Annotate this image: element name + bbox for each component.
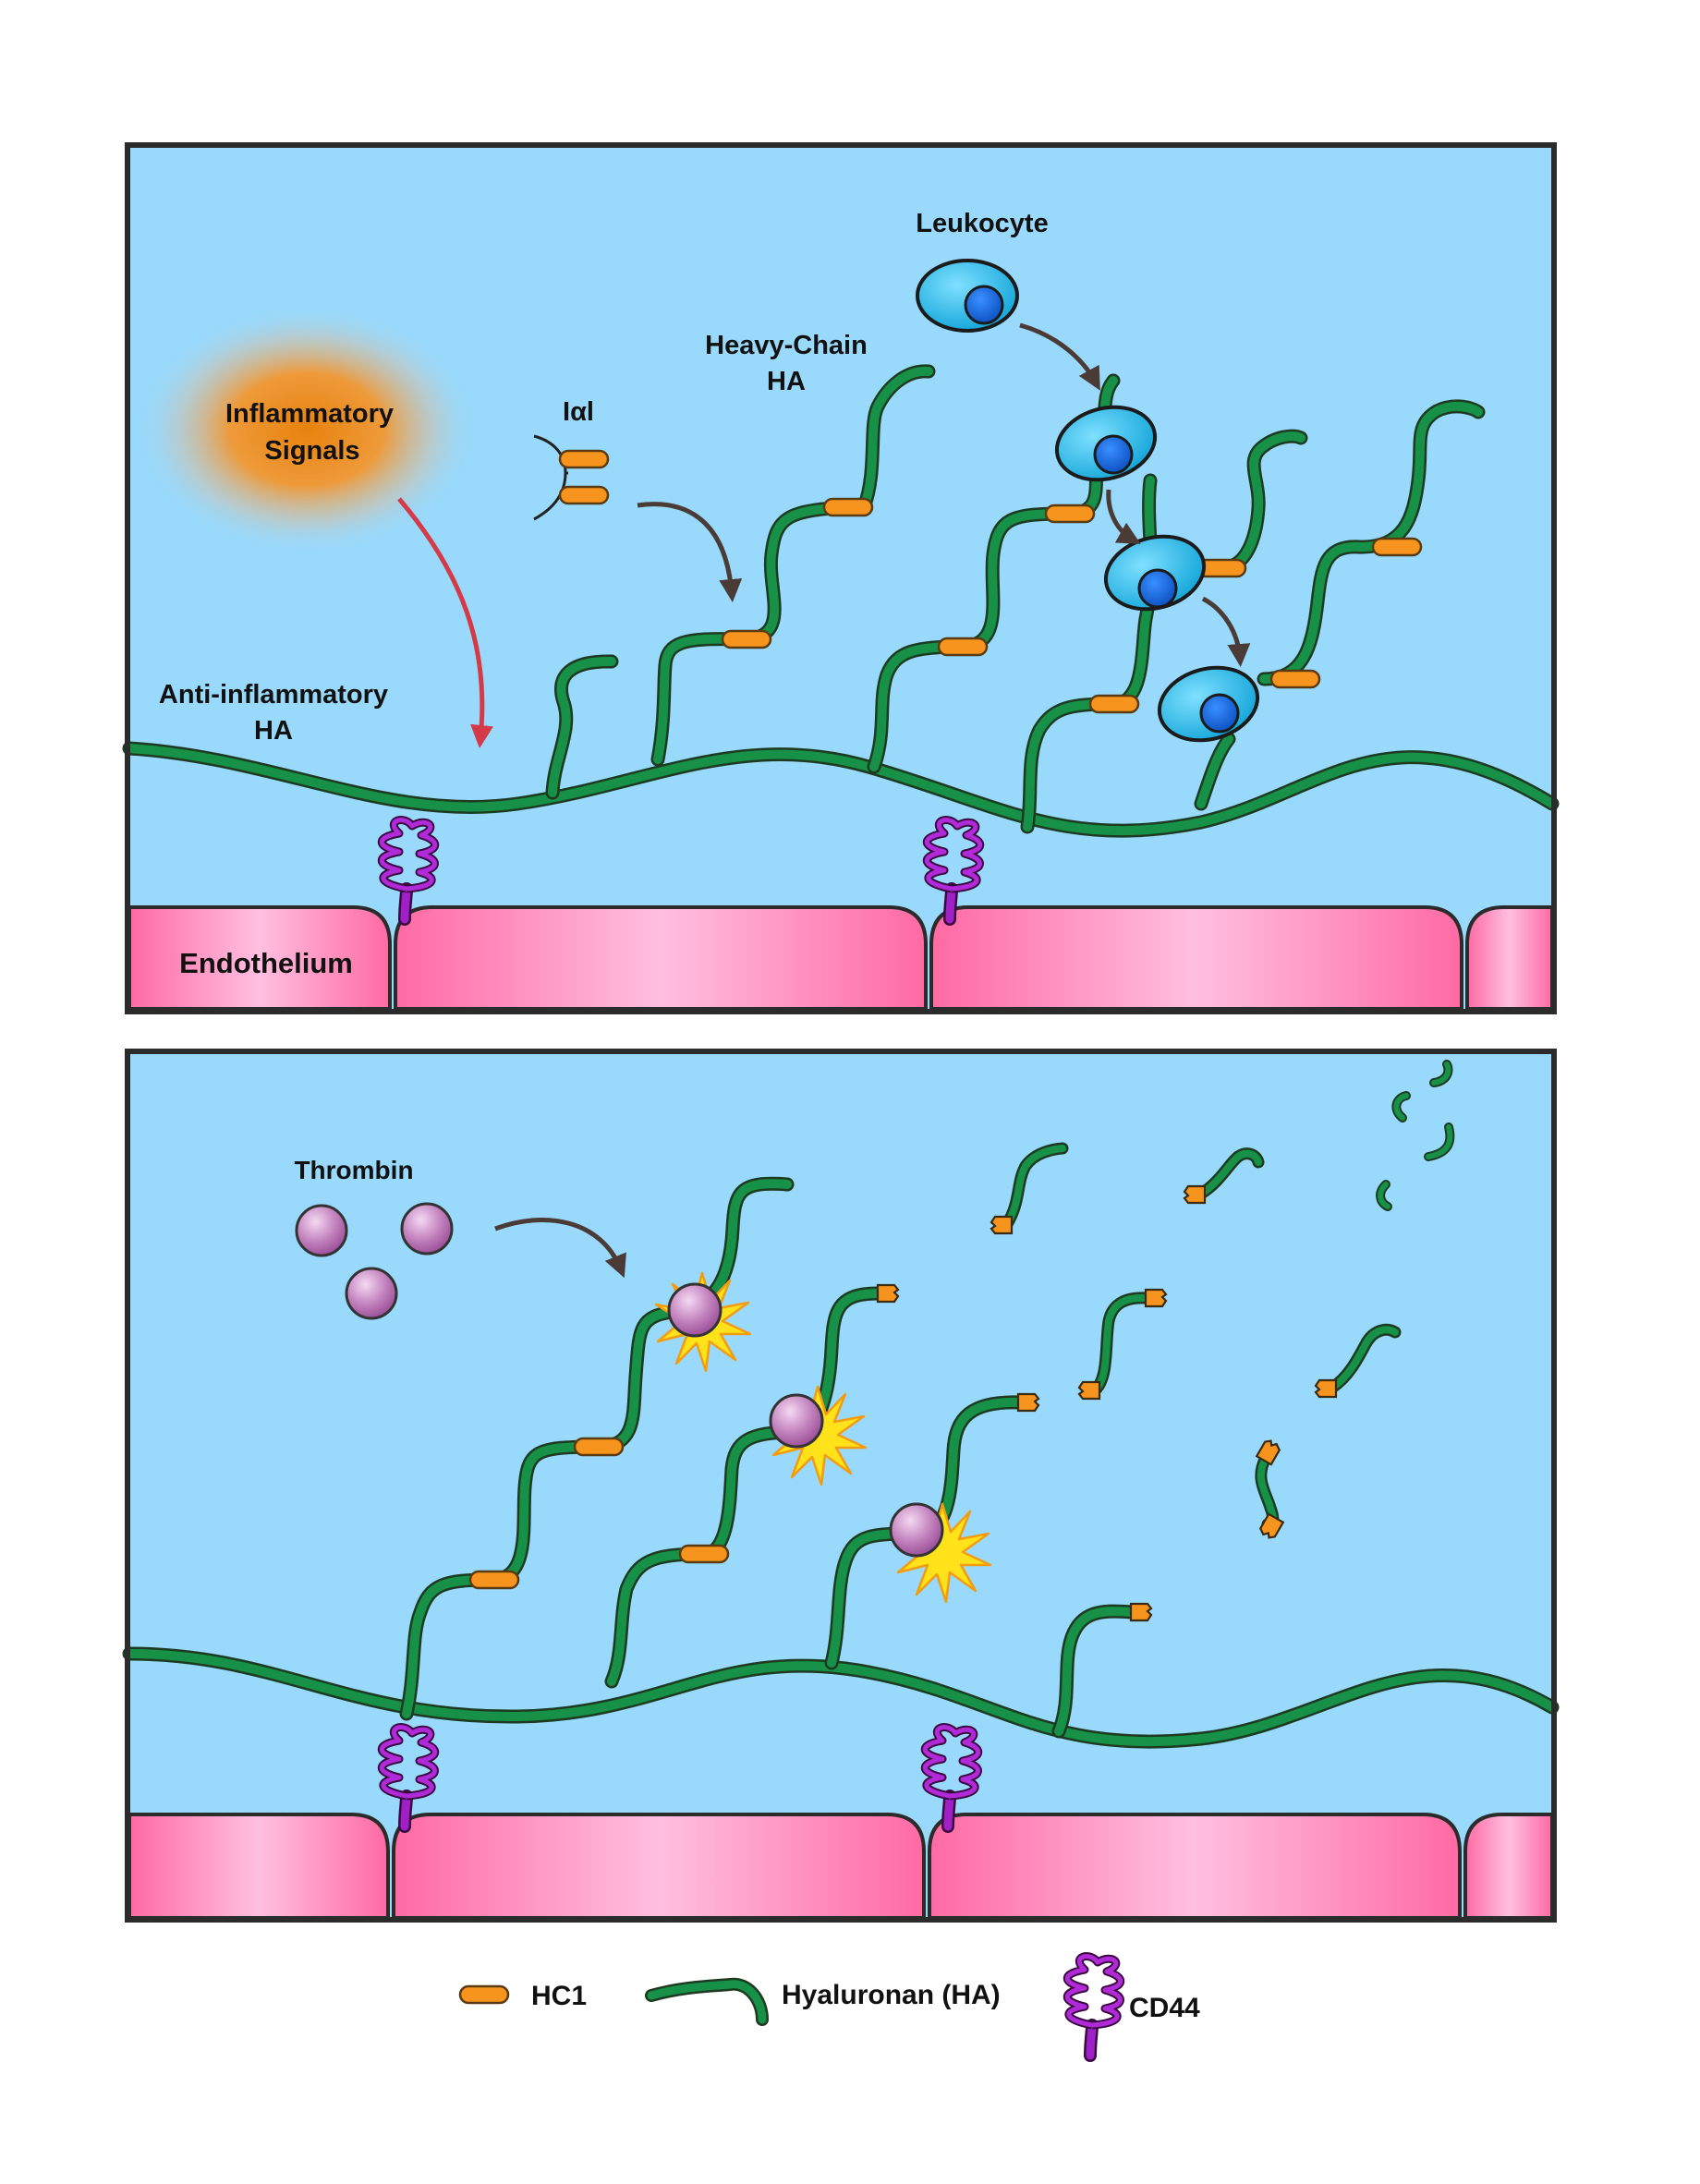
thrombin-molecule	[297, 1206, 346, 1256]
endothelial-cell	[395, 907, 926, 1009]
endothelial-cell	[929, 1814, 1460, 1918]
cleaved-hc1	[1131, 1604, 1151, 1620]
endothelium-layer	[129, 1814, 1552, 1918]
legend-hyaluronan-swatch	[651, 1984, 762, 2020]
cleaved-hc1	[1184, 1186, 1205, 1203]
hc1-molecule	[1373, 539, 1421, 555]
endothelial-cell	[1465, 1814, 1552, 1918]
endothelial-cell	[931, 907, 1462, 1009]
endothelium-label: Endothelium	[179, 947, 353, 979]
endothelial-cell	[394, 1814, 924, 1918]
legend-hc1-label: HC1	[531, 1981, 587, 2011]
thrombin-molecule	[402, 1204, 452, 1254]
inflammatory-signals-label-line2: Signals	[264, 436, 359, 466]
leukocyte-label: Leukocyte	[916, 209, 1048, 238]
thrombin-molecule	[771, 1395, 822, 1447]
iai-label: Iαl	[563, 397, 594, 427]
hc1-molecule	[560, 451, 608, 467]
thrombin-molecule	[891, 1504, 942, 1556]
legend-cd44-label: CD44	[1129, 1993, 1200, 2023]
cleaved-hc1	[1316, 1380, 1336, 1397]
inflammatory-signals-label-line1: Inflammatory	[225, 399, 394, 429]
inflammatory-signal-cloud	[136, 305, 478, 554]
endothelial-cell	[1467, 907, 1552, 1009]
hc1-molecule	[680, 1546, 728, 1562]
panel-bottom: Thrombin	[128, 1051, 1554, 1920]
cleaved-hc1	[991, 1217, 1012, 1233]
hc1-molecule	[722, 631, 771, 648]
thrombin-molecule	[669, 1284, 721, 1336]
leukocyte-cell	[917, 261, 1017, 331]
cleaved-hc1	[1018, 1394, 1038, 1411]
thrombin-label: Thrombin	[294, 1156, 413, 1184]
heavy-chain-ha-label-line1: Heavy-Chain	[705, 331, 868, 360]
legend-hyaluronan-label: Hyaluronan (HA)	[782, 1980, 1001, 2010]
hc1-molecule	[1090, 696, 1138, 712]
cleaved-hc1	[1146, 1290, 1166, 1306]
anti-inflammatory-ha-label-line2: HA	[254, 716, 293, 746]
anti-inflammatory-ha-label-line1: Anti-inflammatory	[159, 680, 388, 710]
hc1-molecule	[1271, 671, 1319, 687]
legend: HC1 Hyaluronan (HA) CD44	[460, 1957, 1200, 2056]
endothelial-cell	[129, 1814, 388, 1918]
cleaved-hc1	[1079, 1382, 1099, 1399]
hc1-molecule	[470, 1571, 518, 1588]
panel-top: Inflammatory Signals Iαl Heavy-Chain HA …	[128, 145, 1554, 1012]
thrombin-molecule	[346, 1268, 396, 1318]
hc1-molecule	[1046, 505, 1094, 522]
legend-hc1-swatch	[460, 1986, 508, 2003]
heavy-chain-ha-label-line2: HA	[767, 367, 806, 396]
hc1-molecule	[575, 1438, 623, 1455]
panel-top-background	[128, 145, 1554, 1012]
hc1-molecule	[824, 499, 872, 516]
legend-cd44-swatch	[1067, 1957, 1121, 2056]
hc1-molecule	[560, 487, 608, 504]
cleaved-hc1	[878, 1285, 898, 1302]
hc1-molecule	[939, 638, 987, 655]
